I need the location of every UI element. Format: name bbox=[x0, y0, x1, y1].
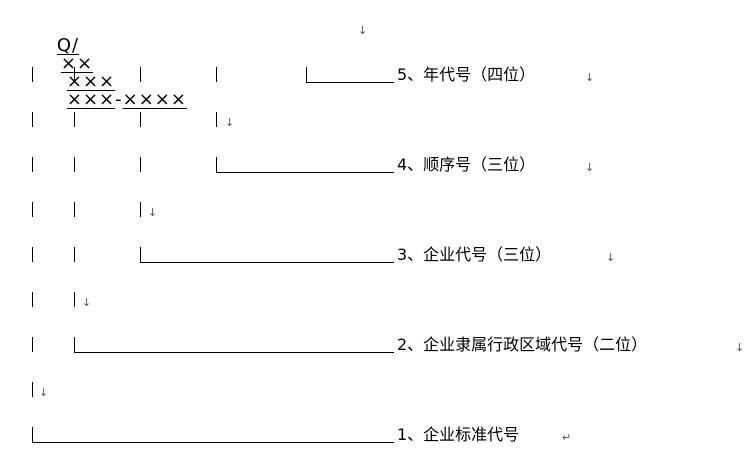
bracket-line bbox=[216, 157, 217, 172]
code-format-line: Q/ ×× ××× ×××-×××× bbox=[30, 19, 187, 127]
line-break-mark: ↓ bbox=[225, 116, 235, 129]
bracket-line bbox=[32, 67, 33, 82]
bracket-line bbox=[74, 112, 75, 127]
bracket-line bbox=[74, 67, 75, 82]
bracket-line bbox=[216, 112, 217, 127]
line-break-mark: ↓ bbox=[358, 24, 368, 37]
label-enterprise: 3、企业代号（三位） bbox=[397, 245, 552, 264]
paragraph-mark: ↵ bbox=[562, 431, 572, 444]
leader-line-enterprise bbox=[140, 262, 394, 263]
bracket-line bbox=[32, 337, 33, 352]
bracket-line bbox=[74, 337, 75, 352]
bracket-line bbox=[140, 202, 141, 217]
bracket-line bbox=[74, 247, 75, 262]
bracket-line bbox=[140, 157, 141, 172]
bracket-line bbox=[74, 157, 75, 172]
bracket-line bbox=[32, 157, 33, 172]
bracket-line bbox=[32, 292, 33, 307]
line-break-mark: ↓ bbox=[585, 161, 595, 174]
line-break-mark: ↓ bbox=[735, 341, 744, 354]
leader-line-year bbox=[306, 82, 394, 83]
leader-line-standard bbox=[32, 442, 394, 443]
bracket-line bbox=[74, 202, 75, 217]
code-segment-enterprise: ××× bbox=[66, 71, 116, 92]
leader-line-sequence bbox=[216, 172, 394, 173]
bracket-line bbox=[32, 427, 33, 442]
line-break-mark: ↓ bbox=[148, 206, 158, 219]
bracket-line bbox=[74, 292, 75, 307]
line-break-mark: ↓ bbox=[606, 251, 616, 264]
line-break-mark: ↓ bbox=[82, 296, 92, 309]
bracket-line bbox=[32, 247, 33, 262]
label-sequence: 4、顺序号（三位） bbox=[397, 155, 536, 174]
leader-line-region bbox=[74, 352, 394, 353]
label-standard: 1、企业标准代号 bbox=[397, 425, 520, 444]
label-year: 5、年代号（四位） bbox=[397, 65, 536, 84]
code-dash: - bbox=[115, 89, 123, 110]
bracket-line bbox=[306, 67, 307, 82]
bracket-line bbox=[32, 202, 33, 217]
bracket-line bbox=[140, 247, 141, 262]
code-segment-year: ×××× bbox=[122, 89, 187, 110]
line-break-mark: ↓ bbox=[585, 71, 595, 84]
bracket-line bbox=[32, 382, 33, 397]
code-segment-sequence: ××× bbox=[66, 89, 116, 110]
bracket-line bbox=[140, 112, 141, 127]
bracket-line bbox=[32, 112, 33, 127]
line-break-mark: ↓ bbox=[39, 386, 49, 399]
bracket-line bbox=[140, 67, 141, 82]
label-region: 2、企业隶属行政区域代号（二位） bbox=[397, 335, 648, 354]
code-prefix: Q/ bbox=[56, 35, 80, 56]
code-segment-region: ×× bbox=[60, 53, 94, 74]
bracket-line bbox=[216, 67, 217, 82]
